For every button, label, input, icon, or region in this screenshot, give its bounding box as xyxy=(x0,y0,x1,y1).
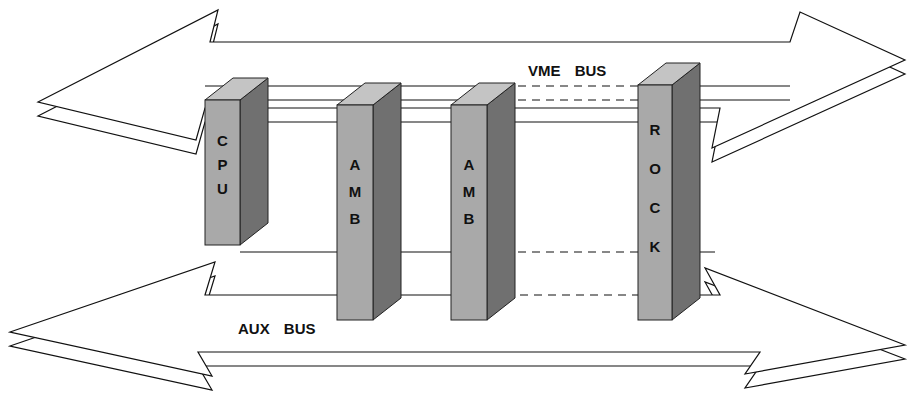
card-side xyxy=(487,83,515,320)
backplane-line xyxy=(672,251,715,252)
card-label: AMB xyxy=(348,151,363,232)
card-shape xyxy=(451,83,515,320)
cpu-card: CPU xyxy=(205,78,268,245)
backplane-line xyxy=(240,251,490,252)
card-top xyxy=(205,78,268,100)
card-label: AMB xyxy=(462,151,477,232)
bus-label: VME BUS xyxy=(528,62,606,79)
card-side xyxy=(240,78,268,245)
card-top xyxy=(451,83,515,105)
card-front xyxy=(205,100,240,245)
card-side xyxy=(373,83,401,320)
backplane-line xyxy=(490,251,638,252)
card-label: CPU xyxy=(215,129,230,201)
line-gap xyxy=(490,251,638,254)
card-top xyxy=(337,83,401,105)
card-shape xyxy=(638,63,700,320)
bus-label: AUX BUS xyxy=(238,320,316,337)
amb-card: AMB xyxy=(451,83,515,320)
card-side xyxy=(672,63,700,320)
card-front xyxy=(451,105,487,320)
backplane-line xyxy=(492,294,636,295)
card-label: ROCK xyxy=(648,110,663,266)
rock-card: ROCK xyxy=(638,63,700,320)
line-gap xyxy=(492,294,636,297)
card-shape xyxy=(337,83,401,320)
amb-card: AMB xyxy=(337,83,401,320)
card-front xyxy=(638,85,672,320)
card-shape xyxy=(205,78,268,245)
bus-arrow-face xyxy=(10,262,905,376)
card-top xyxy=(638,63,700,85)
card-front xyxy=(337,105,373,320)
